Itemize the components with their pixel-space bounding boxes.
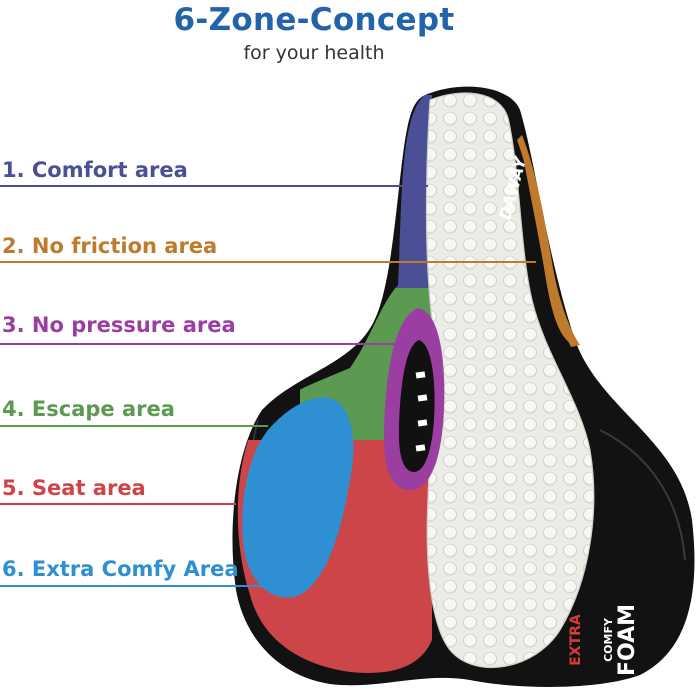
zone-label-no-pressure: 3. No pressure area [2, 313, 236, 337]
zone-label-seat: 5. Seat area [2, 476, 146, 500]
svg-text:EXTRA: EXTRA [568, 614, 584, 666]
zone-label-comfort: 1. Comfort area [2, 158, 188, 182]
zone-extra-comfy-panel [242, 397, 354, 598]
page-subtitle: for your health [243, 42, 385, 64]
zone-label-escape: 4. Escape area [2, 397, 175, 421]
svg-text:FOAM: FOAM [615, 604, 640, 676]
zone-label-no-friction: 2. No friction area [2, 234, 218, 258]
extra-comfy-foam-badge: EXTRA COMFY FOAM [568, 604, 640, 676]
zone-label-extra-comfy: 6. Extra Comfy Area [2, 557, 239, 581]
page-title: 6-Zone-Concept [173, 2, 455, 38]
svg-text:COMFY: COMFY [602, 617, 615, 662]
